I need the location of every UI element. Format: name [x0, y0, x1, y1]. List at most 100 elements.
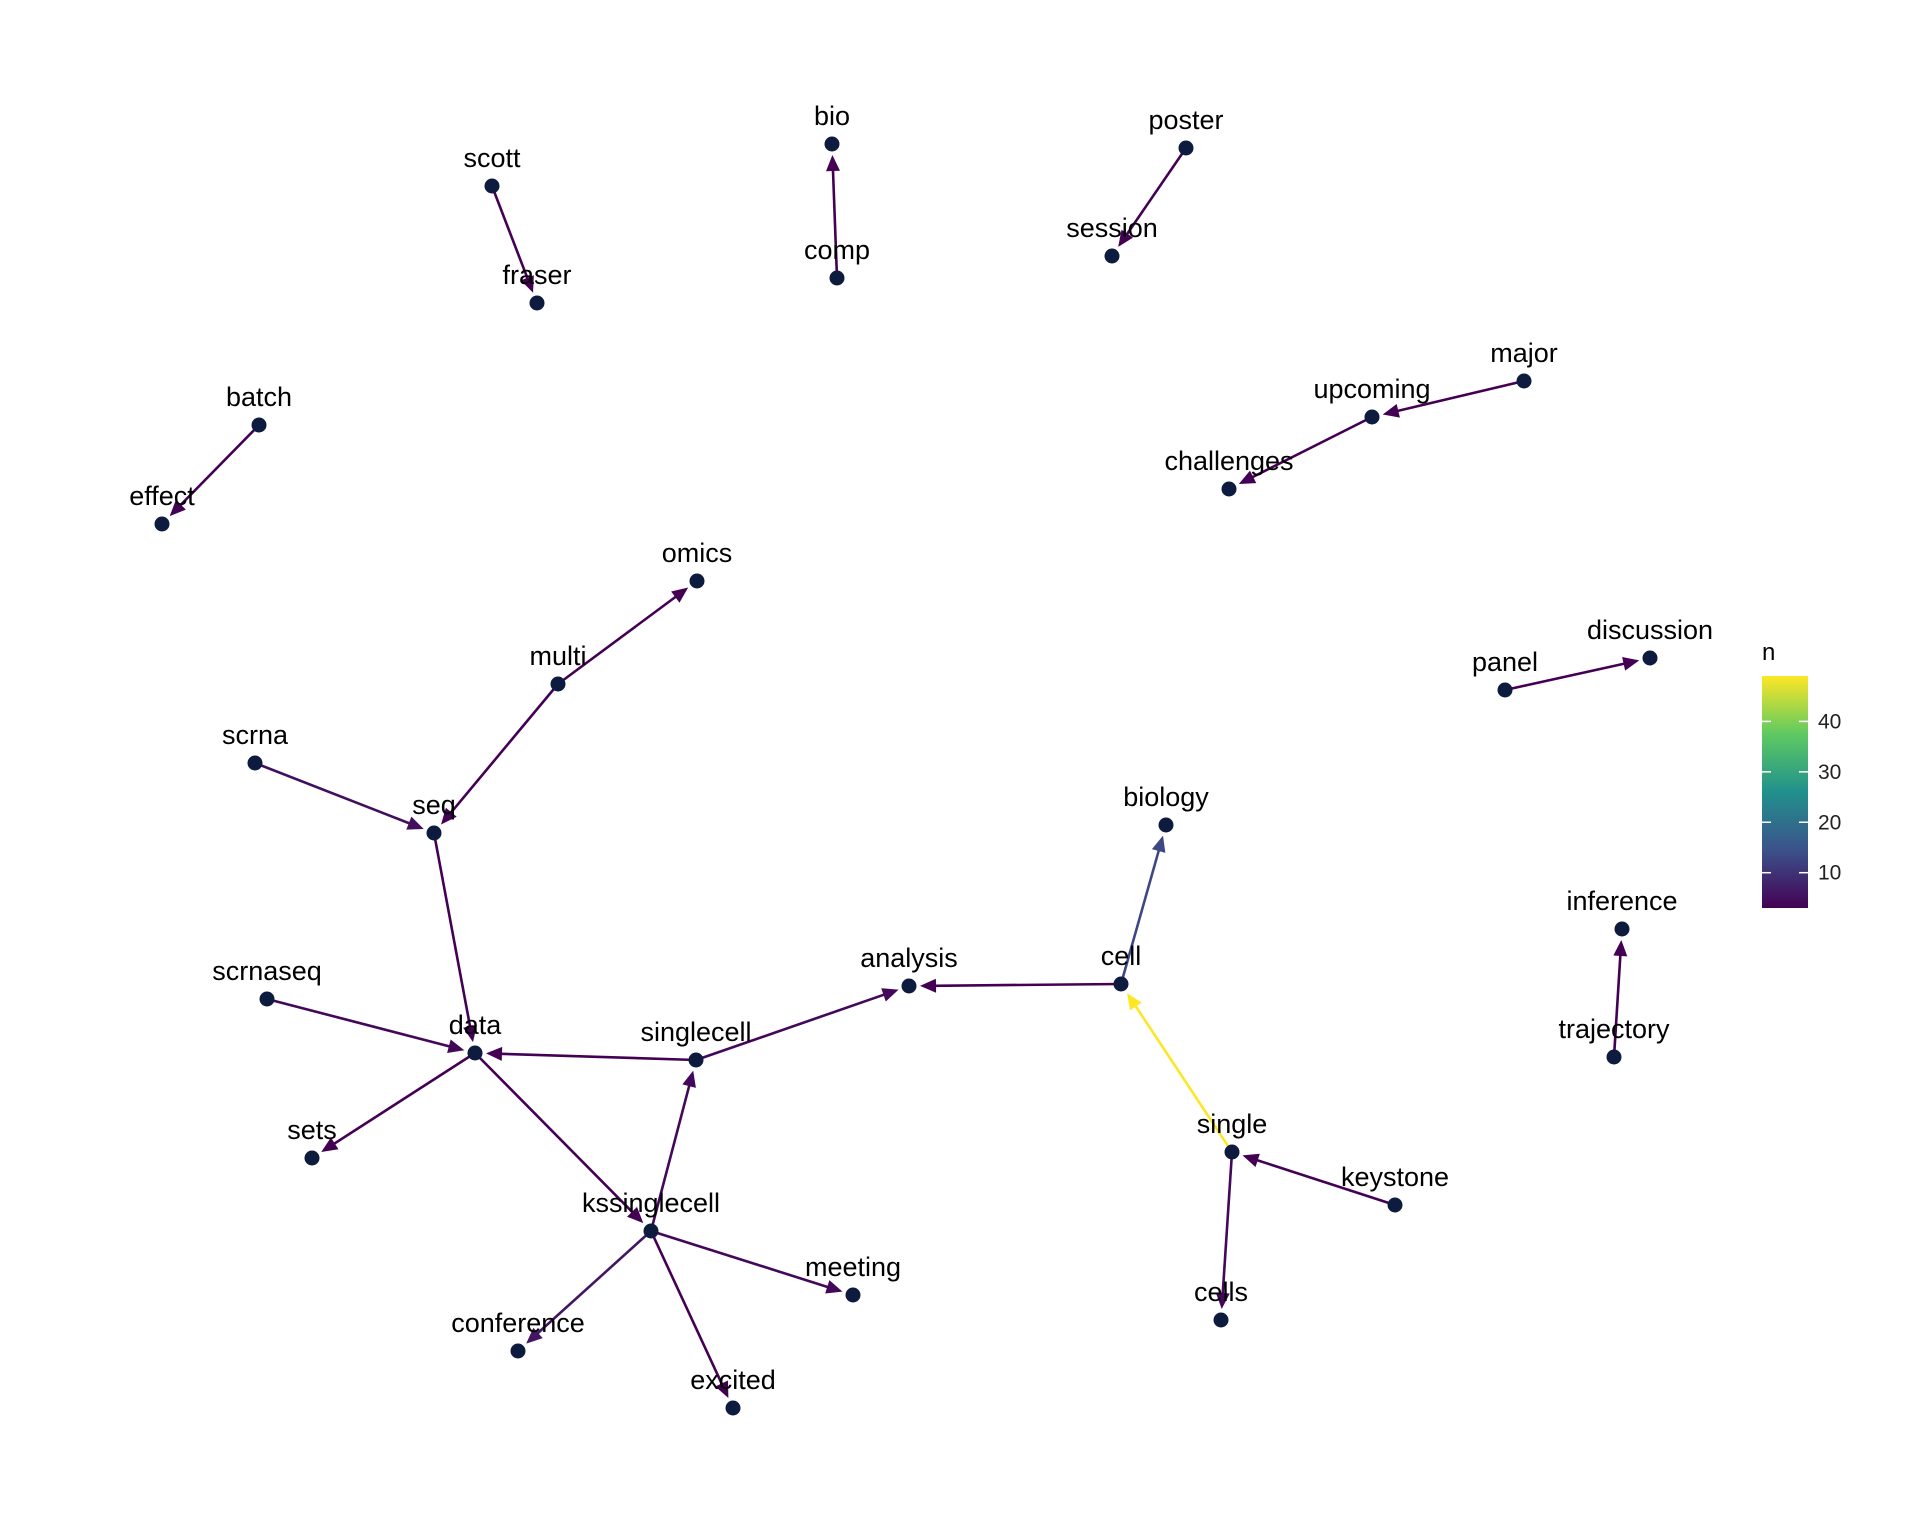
node-label-upcoming: upcoming	[1313, 374, 1430, 404]
node-cells	[1213, 1312, 1229, 1328]
arrowhead-single-cells	[1215, 1292, 1230, 1310]
node-label-multi: multi	[529, 641, 586, 671]
node-label-scrnaseq: scrnaseq	[212, 956, 322, 986]
node-label-excited: excited	[690, 1365, 776, 1395]
arrowhead-seq-data	[463, 1025, 477, 1043]
edge-multi-omics	[557, 594, 678, 686]
node-omics	[689, 573, 705, 589]
node-label-comp: comp	[804, 235, 870, 265]
arrowhead-singlecell-data	[485, 1046, 503, 1061]
arrowhead-cell-biology	[1151, 835, 1166, 853]
node-label-effect: effect	[129, 481, 195, 511]
arrowhead-kssinglecell-conference	[526, 1327, 543, 1344]
node-keystone	[1387, 1197, 1403, 1213]
edge-singlecell-data	[499, 1052, 697, 1062]
arrowhead-trajectory-inference	[1613, 939, 1628, 957]
node-kssinglecell	[643, 1223, 659, 1239]
node-conference	[510, 1343, 526, 1359]
arrowhead-scrnaseq-data	[447, 1039, 465, 1053]
node-label-meeting: meeting	[805, 1252, 901, 1282]
node-seq	[426, 825, 442, 841]
node-label-inference: inference	[1566, 886, 1677, 916]
node-label-biology: biology	[1123, 782, 1209, 812]
node-label-challenges: challenges	[1164, 446, 1293, 476]
node-upcoming	[1364, 409, 1380, 425]
node-label-trajectory: trajectory	[1558, 1014, 1670, 1044]
edge-keystone-single	[1255, 1158, 1396, 1207]
edge-kssinglecell-conference	[535, 1230, 652, 1336]
arrowhead-major-upcoming	[1382, 403, 1400, 418]
node-label-single: single	[1197, 1109, 1268, 1139]
edge-major-upcoming	[1396, 379, 1525, 413]
arrowhead-singlecell-analysis	[881, 988, 899, 1002]
edges-layer	[169, 147, 1640, 1399]
node-singlecell	[688, 1052, 704, 1068]
edge-batch-effect	[178, 424, 260, 508]
node-multi	[550, 676, 566, 692]
arrowhead-panel-discussion	[1622, 656, 1640, 671]
node-label-scott: scott	[463, 143, 521, 173]
node-meeting	[845, 1287, 861, 1303]
node-label-scrna: scrna	[222, 720, 289, 750]
legend-title: n	[1762, 639, 1775, 666]
node-label-cells: cells	[1194, 1277, 1248, 1307]
edge-singlecell-analysis	[695, 992, 886, 1062]
node-inference	[1614, 921, 1630, 937]
node-label-batch: batch	[226, 382, 292, 412]
arrowhead-poster-session	[1118, 229, 1134, 247]
node-label-seq: seq	[412, 790, 456, 820]
edge-trajectory-inference	[1612, 953, 1622, 1058]
node-panel	[1497, 682, 1513, 698]
node-effect	[154, 516, 170, 532]
edge-data-kssinglecell	[474, 1052, 635, 1215]
edge-cell-analysis	[933, 982, 1122, 988]
node-label-sets: sets	[287, 1115, 337, 1145]
arrowhead-batch-effect	[169, 499, 186, 517]
arrowhead-scott-fraser	[520, 275, 534, 293]
node-label-discussion: discussion	[1587, 615, 1713, 645]
node-label-bio: bio	[814, 101, 850, 131]
node-trajectory	[1606, 1049, 1622, 1065]
edge-scrna-seq	[254, 761, 412, 826]
node-label-major: major	[1490, 338, 1558, 368]
node-cell	[1113, 976, 1129, 992]
legend-colorbar	[1762, 676, 1808, 908]
legend-tick-label: 10	[1818, 862, 1841, 885]
node-comp	[829, 270, 845, 286]
arrowhead-single-cell	[1127, 993, 1142, 1011]
edge-kssinglecell-meeting	[650, 1229, 830, 1289]
edge-data-sets	[332, 1051, 476, 1146]
node-label-data: data	[449, 1010, 503, 1040]
arrowhead-data-sets	[321, 1137, 339, 1153]
edge-comp-bio	[831, 168, 839, 279]
node-excited	[725, 1400, 741, 1416]
arrowhead-comp-bio	[826, 154, 841, 172]
arrowhead-kssinglecell-singlecell	[682, 1070, 696, 1088]
edge-single-cells	[1221, 1151, 1234, 1296]
arrowhead-data-kssinglecell	[627, 1206, 644, 1224]
edge-upcoming-challenges	[1250, 415, 1373, 479]
node-major	[1516, 373, 1532, 389]
node-data	[467, 1045, 483, 1061]
node-label-fraser: fraser	[502, 260, 571, 290]
legend-tick-label: 20	[1818, 811, 1841, 834]
node-session	[1104, 248, 1120, 264]
node-label-keystone: keystone	[1341, 1162, 1449, 1192]
node-label-omics: omics	[662, 538, 733, 568]
labels-layer: scottfraserbiocomppostersessionbatcheffe…	[129, 101, 1713, 1395]
arrowhead-cell-analysis	[919, 978, 937, 993]
arrowhead-keystone-single	[1242, 1153, 1260, 1168]
node-discussion	[1642, 650, 1658, 666]
node-batch	[251, 417, 267, 433]
edge-cell-biology	[1119, 848, 1161, 985]
edge-poster-session	[1125, 147, 1188, 237]
node-label-session: session	[1066, 213, 1158, 243]
edge-kssinglecell-excited	[649, 1230, 724, 1386]
node-label-conference: conference	[451, 1308, 585, 1338]
edge-seq-data	[432, 832, 472, 1029]
arrowhead-multi-seq	[441, 807, 457, 825]
edge-kssinglecell-singlecell	[649, 1083, 691, 1232]
node-challenges	[1221, 481, 1237, 497]
